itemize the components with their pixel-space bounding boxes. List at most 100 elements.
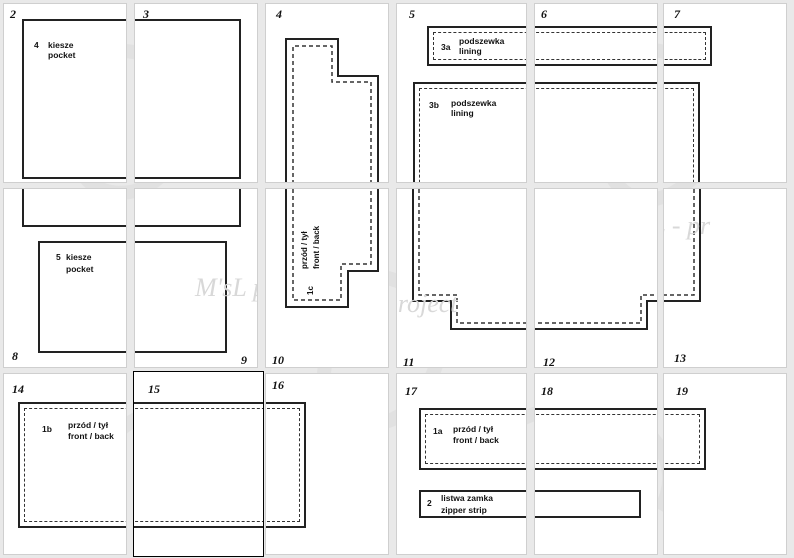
sheet-number: 12 bbox=[543, 355, 555, 368]
piece-number: 1a bbox=[433, 426, 443, 436]
lining-3b-outline-bottom-cont bbox=[535, 294, 657, 330]
lining-3b-outline-cont bbox=[535, 82, 657, 182]
sheet-4[interactable]: 4 bbox=[265, 3, 389, 183]
piece-label-en: lining bbox=[459, 46, 482, 56]
sheet-number: 19 bbox=[676, 384, 688, 398]
piece-number: 2 bbox=[427, 498, 432, 508]
piece-number: 3a bbox=[441, 42, 451, 52]
lining-3a-seam bbox=[433, 32, 526, 60]
sheet-number: 3 bbox=[143, 7, 149, 21]
sheet-number: 9 bbox=[241, 353, 247, 367]
sheet-number: 15 bbox=[148, 382, 160, 396]
sheet-number: 11 bbox=[403, 355, 415, 368]
sheet-number: 14 bbox=[12, 382, 24, 396]
front-back-1c-outline-bottom bbox=[285, 189, 379, 308]
watermark-text: M'sL project bbox=[397, 289, 458, 318]
piece-label-pl: podszewka bbox=[451, 98, 497, 108]
sheet-2[interactable]: 2 4 kiesze pocket bbox=[3, 3, 127, 183]
sheet-number: 17 bbox=[405, 384, 417, 398]
sheet-number: 7 bbox=[674, 7, 680, 21]
pocket-5-outline-cont bbox=[135, 241, 227, 353]
piece-number: 1b bbox=[42, 424, 52, 434]
sheet-number: 10 bbox=[272, 353, 284, 367]
sheet-7[interactable]: 7 bbox=[663, 3, 787, 183]
front-back-1b-seam bbox=[24, 408, 126, 522]
lining-3b-outline-bottom bbox=[412, 189, 526, 330]
sheet-5[interactable]: 5 3a podszewka lining 3b podszewka linin… bbox=[396, 3, 527, 183]
piece-label-en: lining bbox=[451, 108, 474, 118]
front-back-1a-seam-cont bbox=[535, 414, 657, 464]
lining-3a-outline bbox=[427, 26, 526, 66]
lining-3b-outline-end-bottom bbox=[664, 189, 701, 302]
sheet-10[interactable]: 10 przód / tył front / back 1c bbox=[265, 188, 389, 368]
piece-label-pl: przód / tył bbox=[453, 424, 494, 434]
lining-3b-outline bbox=[413, 82, 526, 182]
pocket-4-outline-bottom bbox=[22, 189, 126, 227]
sheet-8[interactable]: 8 5 kiesze pocket bbox=[3, 188, 127, 368]
sheet-19[interactable]: 19 bbox=[663, 373, 787, 555]
sheet-13[interactable]: 13 M'sL - pr bbox=[663, 188, 787, 368]
sheet-17[interactable]: 17 1a przód / tył front / back 2 listwa … bbox=[396, 373, 527, 555]
piece-label-pl: listwa zamka bbox=[441, 493, 493, 503]
sheet-number: 2 bbox=[10, 7, 16, 21]
piece-label-en: pocket bbox=[48, 50, 76, 60]
lining-3b-seam-cont bbox=[535, 88, 657, 182]
piece-label-en: front / back bbox=[68, 431, 114, 441]
front-back-1a-outline bbox=[419, 408, 526, 470]
piece-label-en: front / back bbox=[453, 435, 499, 445]
pocket-4-outline-cont bbox=[135, 19, 241, 179]
piece-number: 1c bbox=[306, 286, 315, 295]
lining-3b-seam-end bbox=[664, 88, 694, 182]
sheet-number: 16 bbox=[272, 378, 284, 392]
piece-number: 4 bbox=[34, 40, 39, 50]
lining-3b-seam bbox=[419, 88, 526, 182]
zipper-strip-2-outline-end bbox=[535, 490, 641, 518]
piece-label-pl: przód / tył bbox=[68, 420, 109, 430]
sheet-number: 5 bbox=[409, 7, 415, 21]
piece-label-pl: kiesze bbox=[48, 40, 74, 50]
sheet-number: 18 bbox=[541, 384, 553, 398]
front-back-1b-outline-end bbox=[266, 402, 306, 528]
sheet-3[interactable]: 3 bbox=[134, 3, 258, 183]
lining-3a-seam-cont bbox=[535, 32, 657, 60]
lining-3a-outline-end bbox=[664, 26, 712, 66]
sheet-number: 8 bbox=[12, 349, 18, 363]
pocket-4-outline-bottom-cont bbox=[135, 189, 241, 227]
watermark-text: M'sL project bbox=[195, 273, 257, 302]
front-back-1b-outline bbox=[18, 402, 126, 528]
sheet-number: 4 bbox=[276, 7, 282, 21]
piece-label-pl: podszewka bbox=[459, 36, 505, 46]
lining-3a-seam-end bbox=[664, 32, 706, 60]
piece-number: 3b bbox=[429, 100, 439, 110]
lining-3b-outline-end bbox=[664, 82, 700, 182]
piece-label-en: zipper strip bbox=[441, 505, 487, 515]
front-back-1a-outline-end bbox=[664, 408, 706, 470]
watermark-text: M'sL - pr bbox=[664, 211, 711, 240]
sheet-16[interactable]: 16 bbox=[265, 373, 389, 555]
front-back-1c-outline-top bbox=[285, 38, 379, 182]
front-back-1b-outline-cont bbox=[134, 402, 263, 528]
sheet-18[interactable]: 18 bbox=[534, 373, 658, 555]
sheet-6[interactable]: 6 bbox=[534, 3, 658, 183]
sheet-number: 13 bbox=[674, 351, 686, 365]
sheet-11[interactable]: 11 M'sL project bbox=[396, 188, 527, 368]
lining-3a-outline-cont bbox=[535, 26, 657, 66]
sheet-number: 6 bbox=[541, 7, 547, 21]
piece-label-en: front / back bbox=[312, 225, 321, 269]
piece-label-en: pocket bbox=[66, 264, 94, 274]
sheet-14[interactable]: 14 1b przód / tył front / back bbox=[3, 373, 127, 555]
zipper-strip-2-outline bbox=[419, 490, 526, 518]
sheet-15[interactable]: 15 bbox=[133, 371, 264, 557]
pocket-4-outline bbox=[22, 19, 126, 179]
front-back-1b-seam-end bbox=[266, 408, 300, 522]
sheet-9[interactable]: 9 M'sL project bbox=[134, 188, 258, 368]
sheet-12[interactable]: 12 bbox=[534, 188, 658, 368]
piece-number: 5 bbox=[56, 252, 61, 262]
front-back-1b-seam-cont bbox=[134, 408, 263, 522]
piece-label-pl: kiesze bbox=[66, 252, 92, 262]
pocket-5-outline bbox=[38, 241, 126, 353]
front-back-1a-outline-cont bbox=[535, 408, 657, 470]
piece-label-pl: przód / tył bbox=[300, 231, 309, 269]
front-back-1a-seam-end bbox=[664, 414, 700, 464]
